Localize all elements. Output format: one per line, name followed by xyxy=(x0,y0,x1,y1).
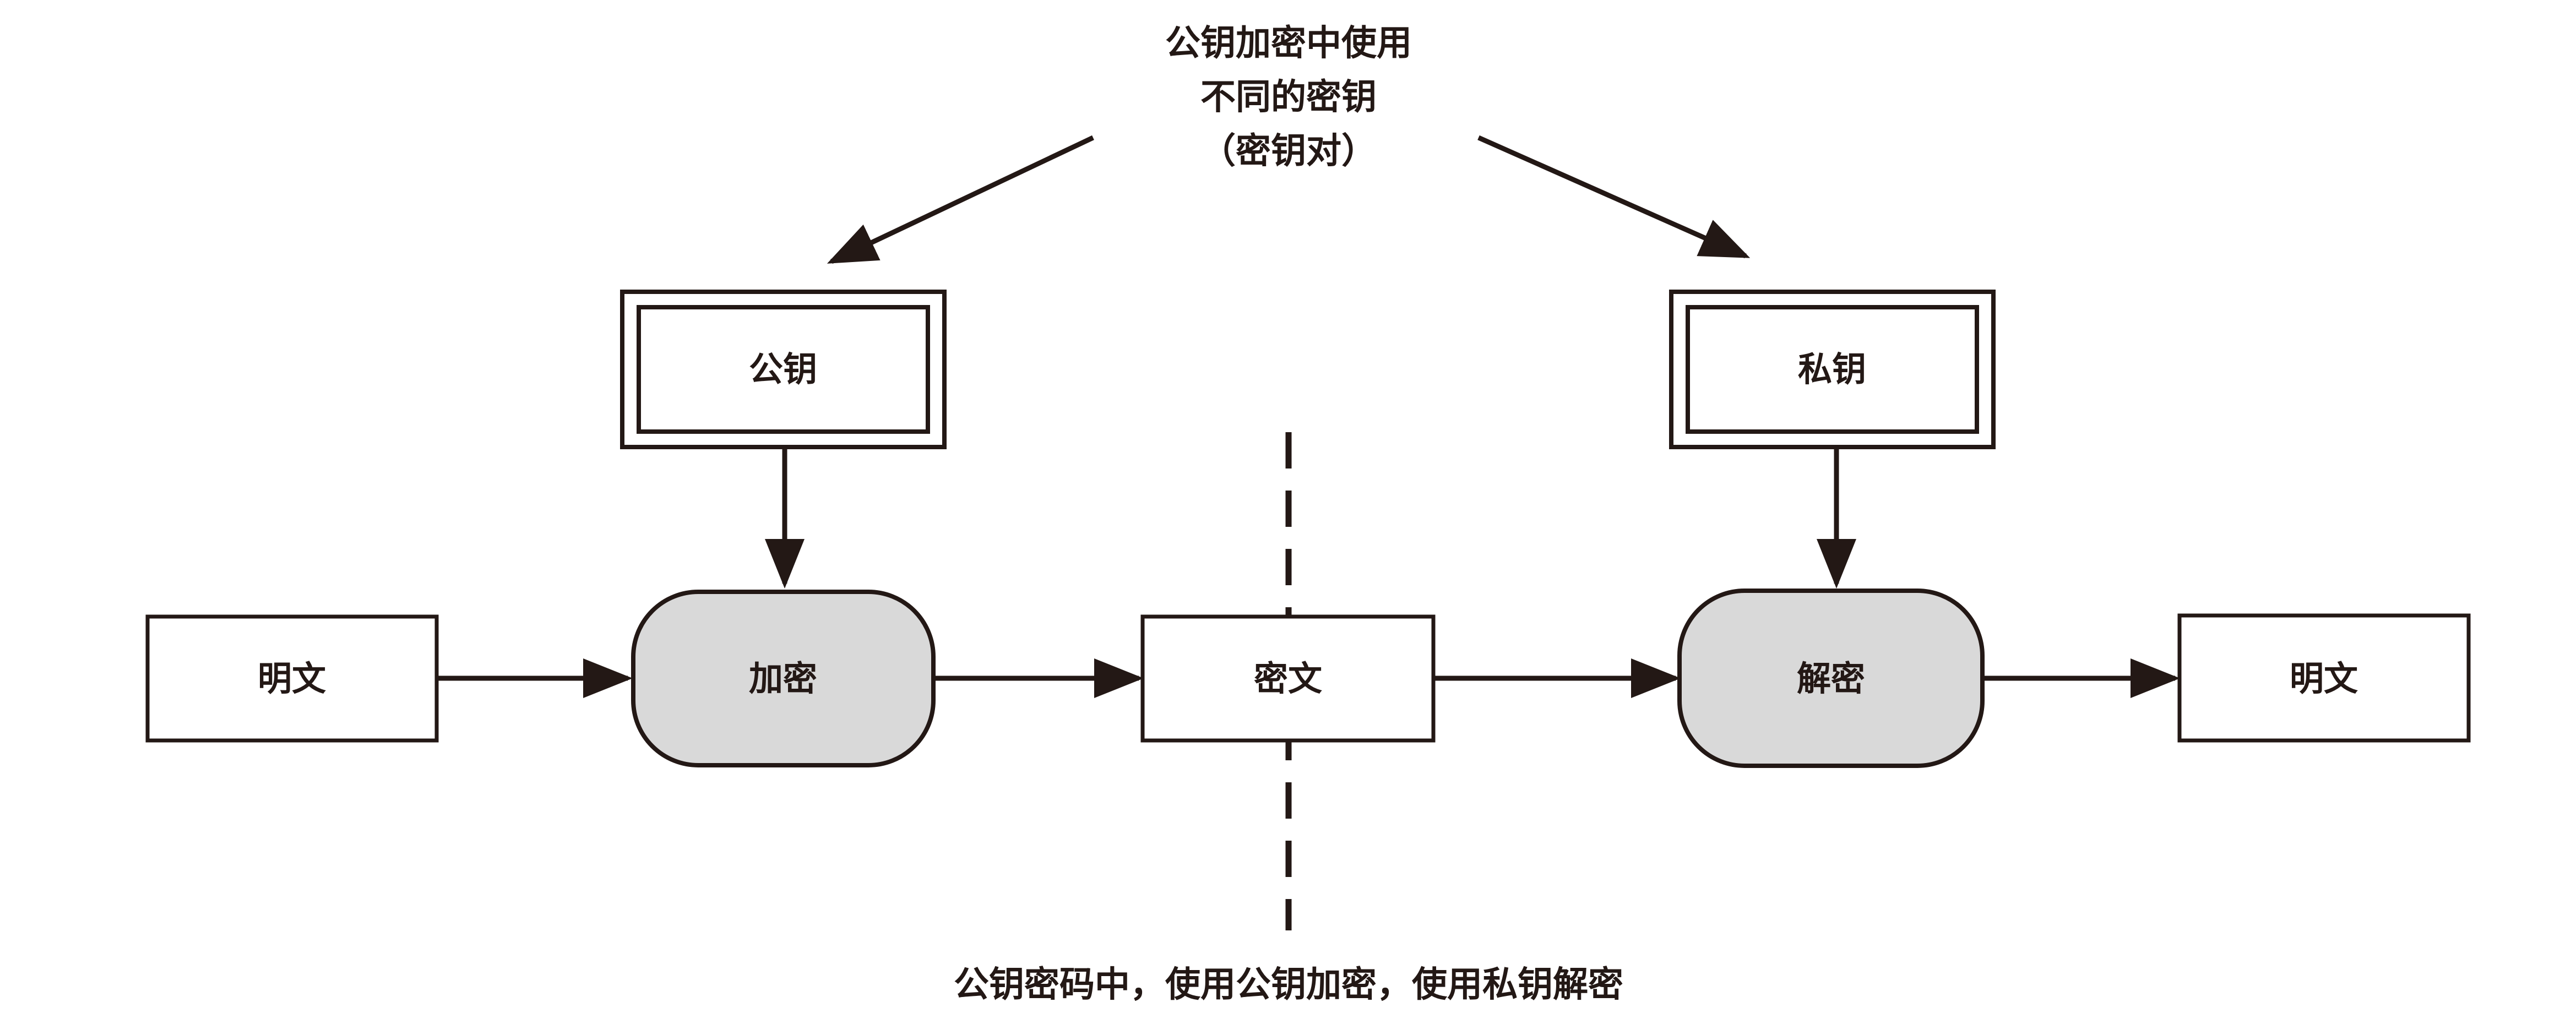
plaintext-output-label: 明文 xyxy=(2290,658,2358,699)
encrypt-process: 加密 xyxy=(631,590,936,767)
top-note-line-2: 不同的密钥 xyxy=(1200,77,1377,118)
private-key-label: 私钥 xyxy=(1798,349,1866,389)
arrow-note-to-public-key xyxy=(827,135,1094,264)
decrypt-label: 解密 xyxy=(1797,658,1865,699)
plaintext-input-box: 明文 xyxy=(145,614,439,743)
diagram-caption: 公钥密码中，使用公钥加密，使用私钥解密 xyxy=(954,965,1623,1005)
decrypt-process: 解密 xyxy=(1677,589,1985,768)
private-key-box: 私钥 xyxy=(1669,290,1996,449)
plaintext-output-box: 明文 xyxy=(2177,613,2471,743)
ciphertext-label: 密文 xyxy=(1254,658,1322,699)
public-key-box: 公钥 xyxy=(620,290,947,449)
arrow-note-to-private-key xyxy=(1477,135,1751,259)
ciphertext-box: 密文 xyxy=(1140,614,1436,743)
public-key-label: 公钥 xyxy=(749,349,817,389)
top-note: 公钥加密中使用 不同的密钥 （密钥对） xyxy=(1165,23,1412,172)
top-note-line-3: （密钥对） xyxy=(1200,131,1377,172)
top-note-line-1: 公钥加密中使用 xyxy=(1165,23,1412,64)
encrypt-label: 加密 xyxy=(749,658,817,699)
plaintext-input-label: 明文 xyxy=(258,658,326,699)
